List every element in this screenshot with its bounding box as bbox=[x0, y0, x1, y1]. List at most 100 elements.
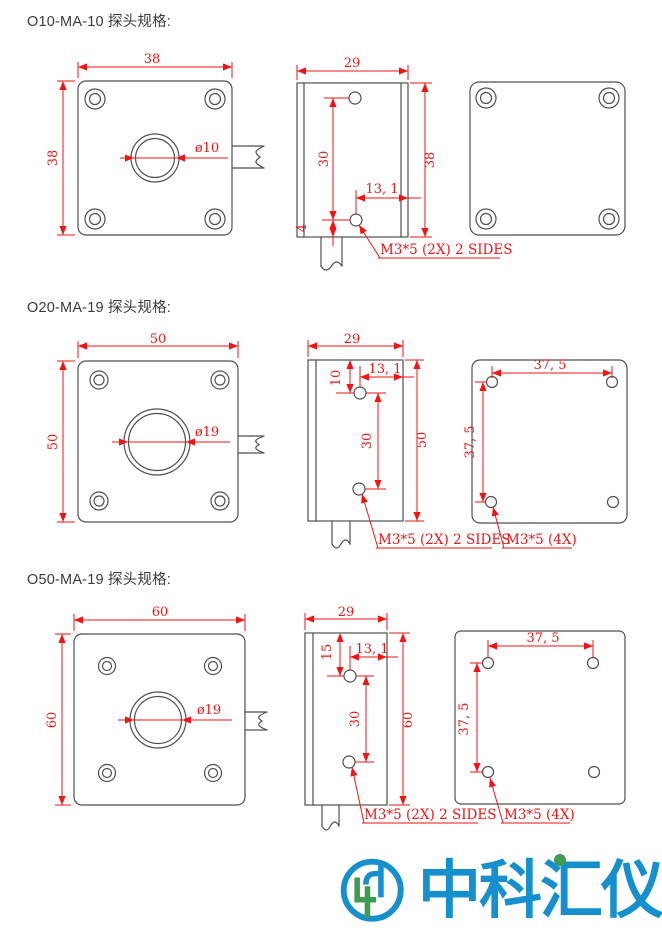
screw-hole bbox=[343, 669, 357, 683]
screw-hole bbox=[605, 375, 619, 389]
dim-side-height: 38 bbox=[410, 82, 438, 238]
dim-edge-offset: 13, 1 bbox=[355, 182, 421, 214]
screw-hole bbox=[587, 765, 601, 779]
dim-edge-offset: 13, 1 bbox=[359, 362, 414, 387]
dim-text: 60 bbox=[45, 712, 60, 729]
section-title-o10: O10-MA-10 探头规格: bbox=[27, 14, 171, 30]
mounting-hole bbox=[88, 212, 102, 226]
o10-side-view: 29 38 30 13, 1 4 bbox=[295, 56, 512, 271]
side-body bbox=[296, 82, 409, 238]
dim-text: 37, 5 bbox=[463, 425, 478, 458]
front-plate bbox=[77, 80, 233, 236]
dim-top-offset: 15 bbox=[320, 633, 344, 677]
dim-hole-spacing: 30 bbox=[317, 97, 350, 221]
screw-callout: M3*5 (4X) bbox=[489, 777, 575, 824]
mounting-hole bbox=[208, 212, 222, 226]
dim-text: 13, 1 bbox=[365, 182, 398, 197]
mounting-hole bbox=[207, 660, 219, 672]
callout-text: M3*5 (4X) bbox=[506, 532, 577, 548]
dim-text: 60 bbox=[152, 605, 169, 620]
dim-hole-spacing: 30 bbox=[348, 675, 374, 763]
dim-text: 10 bbox=[329, 370, 344, 387]
back-plate bbox=[454, 630, 626, 805]
dim-text: ø19 bbox=[197, 703, 221, 718]
o10-front-view: 38 38 ø10 bbox=[46, 52, 265, 236]
dim-back-vspacing: 37, 5 bbox=[463, 381, 487, 503]
o20-back-view: 37, 5 37, 5 M3*5 (4X) bbox=[463, 358, 628, 549]
company-logo: 中科汇仪 bbox=[335, 845, 662, 937]
mounting-hole bbox=[101, 767, 113, 779]
cable bbox=[320, 236, 343, 271]
dim-text: 29 bbox=[344, 332, 361, 347]
screw-hole bbox=[348, 91, 362, 105]
mounting-hole bbox=[214, 495, 226, 507]
dim-back-hspacing: 37, 5 bbox=[487, 631, 594, 658]
o50-back-view: 37, 5 37, 5 M3*5 (4X) bbox=[454, 630, 626, 824]
o20-side-view: 29 50 10 13, 1 30 bbox=[307, 332, 510, 549]
dim-text: 15 bbox=[320, 644, 335, 661]
dim-text: 37, 5 bbox=[526, 631, 559, 646]
dim-text: 30 bbox=[317, 151, 332, 168]
mounting-hole bbox=[93, 374, 105, 386]
mounting-hole bbox=[88, 92, 102, 106]
dim-text: 29 bbox=[344, 56, 361, 71]
dim-side-width: 29 bbox=[307, 332, 404, 357]
screw-hole bbox=[342, 755, 356, 769]
front-plate bbox=[73, 633, 246, 806]
dim-text: 38 bbox=[423, 152, 438, 169]
o50-front-view: 60 60 ø19 bbox=[45, 605, 268, 806]
mounting-hole bbox=[208, 92, 222, 106]
dim-text: 30 bbox=[348, 711, 363, 728]
mounting-hole bbox=[101, 660, 113, 672]
screw-hole bbox=[485, 375, 499, 389]
dim-text: 4 bbox=[295, 224, 310, 232]
back-plate bbox=[469, 81, 626, 236]
screw-hole bbox=[481, 765, 495, 779]
section-title-o20: O20-MA-19 探头规格: bbox=[27, 300, 171, 316]
cable bbox=[321, 804, 340, 831]
screw-hole bbox=[481, 656, 495, 670]
cable bbox=[244, 711, 268, 731]
dim-side-width: 29 bbox=[304, 605, 388, 630]
callout-text: M3*5 (2X) 2 SIDES bbox=[380, 242, 512, 258]
dim-front-width: 60 bbox=[73, 605, 246, 631]
dim-text: 30 bbox=[360, 433, 375, 450]
o20-front-view: 50 50 ø19 bbox=[46, 332, 265, 523]
dim-text: 38 bbox=[144, 52, 161, 67]
dim-hole-spacing: 30 bbox=[360, 392, 386, 490]
mounting-hole bbox=[602, 212, 616, 226]
dim-front-height: 38 bbox=[46, 80, 75, 236]
screw-hole bbox=[349, 213, 363, 227]
side-body bbox=[307, 359, 404, 522]
dim-text: 37, 5 bbox=[533, 358, 566, 373]
dim-front-width: 50 bbox=[77, 332, 239, 358]
dim-front-height: 60 bbox=[45, 633, 71, 806]
mounting-hole bbox=[602, 91, 616, 105]
dim-bottom-offset: 4 bbox=[295, 220, 337, 246]
dim-side-width: 29 bbox=[296, 56, 409, 80]
drawing-o10: 38 38 ø10 bbox=[46, 52, 626, 271]
dim-text: 13, 1 bbox=[355, 642, 388, 657]
dim-text: ø10 bbox=[195, 141, 219, 156]
screw-callout: M3*5 (2X) 2 SIDES bbox=[361, 493, 510, 549]
front-plate bbox=[77, 360, 239, 523]
dim-front-hole: ø10 bbox=[120, 141, 228, 162]
side-body bbox=[304, 632, 388, 806]
mounting-hole bbox=[479, 91, 493, 105]
dim-text: 50 bbox=[150, 332, 167, 347]
dim-side-height: 60 bbox=[389, 632, 416, 806]
dim-edge-offset: 13, 1 bbox=[349, 642, 398, 670]
screw-hole bbox=[586, 656, 600, 670]
screw-hole bbox=[484, 495, 498, 509]
callout-text: M3*5 (2X) 2 SIDES bbox=[378, 532, 510, 548]
mounting-hole bbox=[479, 212, 493, 226]
dim-text: 50 bbox=[46, 434, 61, 451]
dim-text: 37, 5 bbox=[457, 702, 472, 735]
callout-text: M3*5 (2X) 2 SIDES bbox=[364, 807, 496, 823]
o10-back-view bbox=[469, 81, 626, 236]
cable bbox=[231, 145, 265, 169]
dim-text: 60 bbox=[401, 712, 416, 729]
o50-side-view: 29 60 15 13, 1 30 bbox=[304, 605, 496, 831]
cable bbox=[331, 520, 351, 549]
dim-side-height: 50 bbox=[405, 359, 430, 522]
